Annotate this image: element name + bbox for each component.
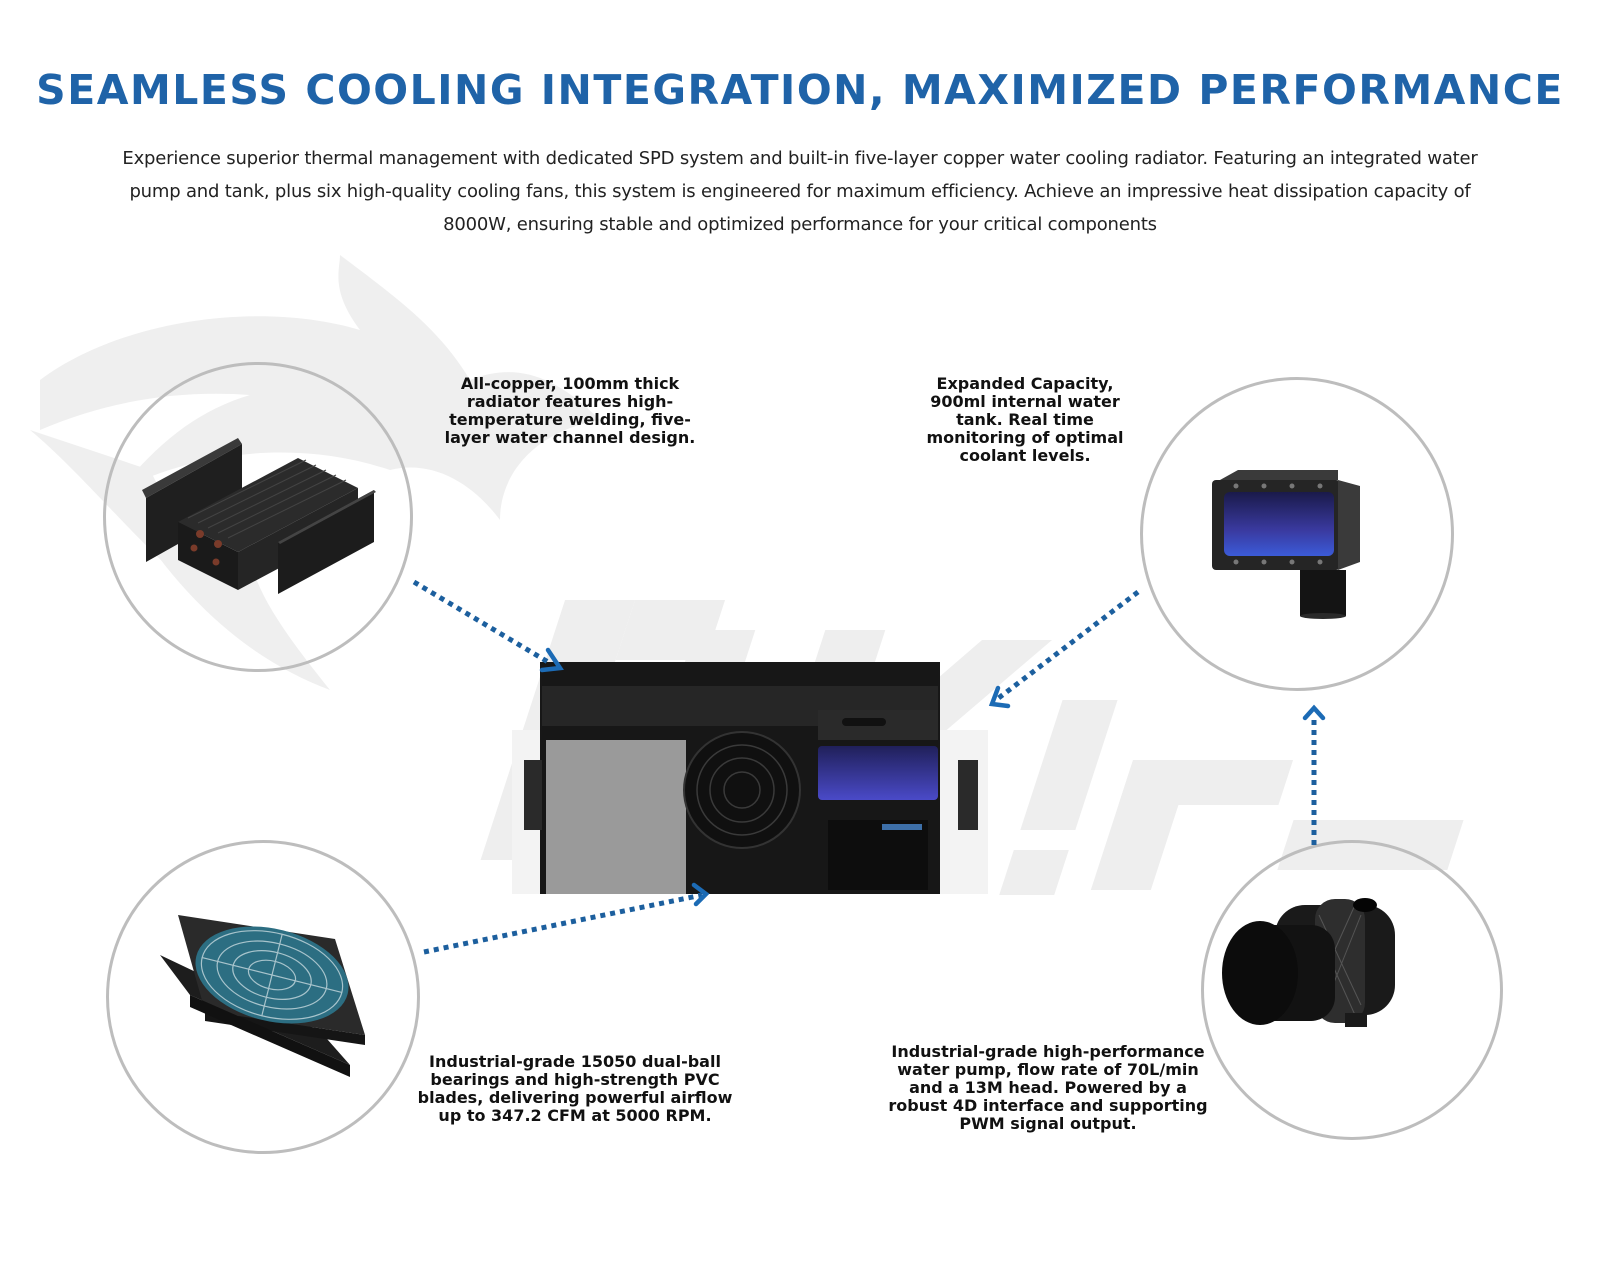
arrow-fan-line xyxy=(423,892,703,955)
radiator-icon xyxy=(142,438,376,594)
cooling-system-unit-image xyxy=(512,662,988,894)
water-tank-callout: Expanded Capacity, 900ml internal water … xyxy=(926,374,1124,465)
cooling-fan-icon xyxy=(160,915,365,1077)
radiator-callout: All-copper, 100mm thick radiator feature… xyxy=(444,374,696,447)
arrow-tank-line xyxy=(994,590,1140,702)
cooling-fan-circle xyxy=(106,840,420,1154)
intro-paragraph: Experience superior thermal management w… xyxy=(122,148,1478,235)
water-tank-icon xyxy=(1212,470,1360,619)
water-tank-circle xyxy=(1140,377,1454,691)
arrow-pump-head xyxy=(1302,704,1326,721)
arrow-tank-head xyxy=(988,685,1011,709)
page-title: SEAMLESS COOLING INTEGRATION, MAXIMIZED … xyxy=(36,66,1564,114)
water-pump-icon xyxy=(1222,898,1395,1027)
water-pump-callout: Industrial-grade high-performance water … xyxy=(888,1042,1208,1133)
cooling-fan-callout: Industrial-grade 15050 dual-ball bearing… xyxy=(417,1052,733,1125)
water-pump-circle xyxy=(1201,840,1503,1140)
arrow-radiator-line xyxy=(412,579,550,665)
radiator-circle xyxy=(103,362,413,672)
